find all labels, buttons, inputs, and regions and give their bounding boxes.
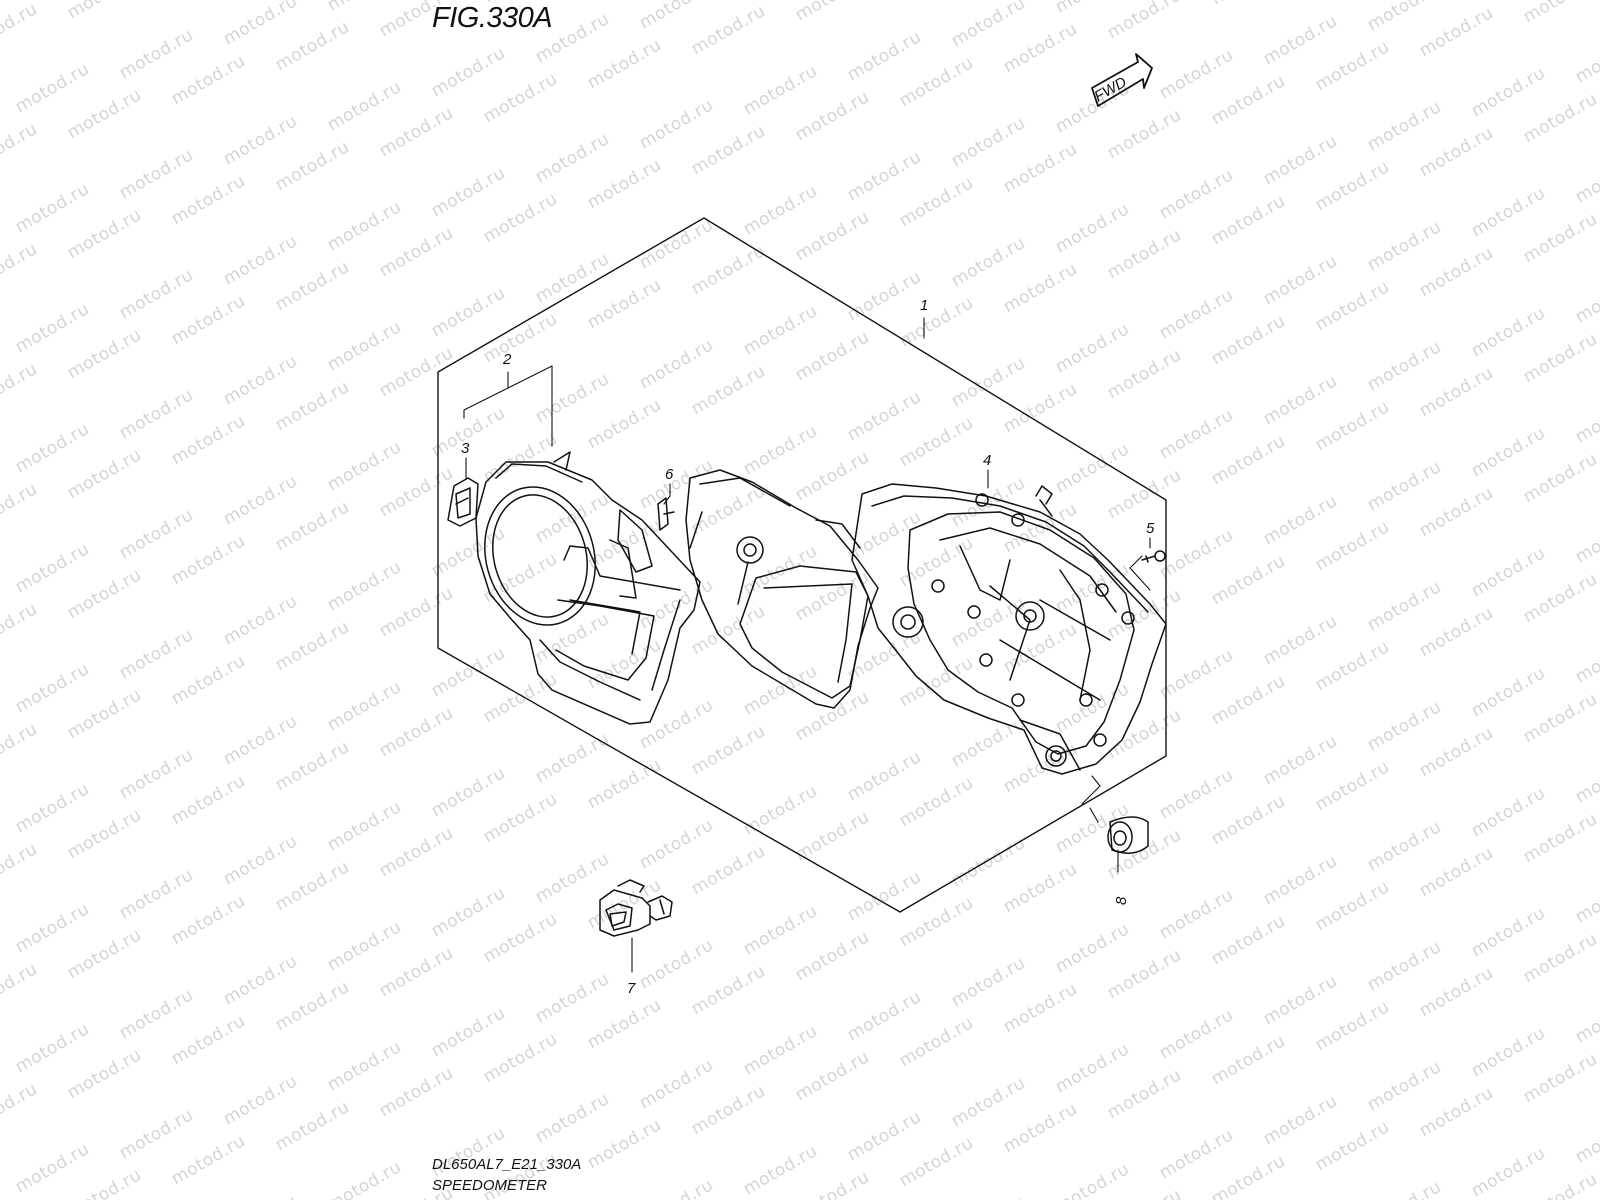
grommet-part	[1107, 816, 1149, 854]
callout-labels: 1 2 3 4 5 6 7 8	[461, 297, 1155, 997]
button-part	[447, 477, 479, 527]
callout-4: 4	[983, 452, 991, 469]
figure-title: FIG.330A	[432, 2, 553, 34]
lower-case	[851, 483, 1167, 775]
meter-cover	[475, 451, 701, 725]
fwd-arrow-icon: FWD	[1091, 53, 1153, 107]
dial-plate	[685, 469, 879, 709]
callout-8: 8	[1113, 896, 1130, 905]
figure-name: SPEEDOMETER	[432, 1177, 548, 1194]
sensor-connector-part	[599, 879, 673, 937]
callout-3: 3	[461, 440, 470, 457]
figure-code: DL650AL7_E21_330A	[432, 1156, 582, 1173]
callout-2: 2	[502, 351, 512, 368]
callout-1: 1	[920, 297, 928, 314]
callout-5: 5	[1146, 520, 1155, 537]
callout-6: 6	[665, 466, 674, 483]
leader-lines	[463, 317, 1151, 973]
clip-part	[657, 497, 675, 531]
assembly-boundary	[437, 217, 1167, 913]
screw-part	[1141, 550, 1166, 563]
callout-7: 7	[627, 980, 636, 997]
